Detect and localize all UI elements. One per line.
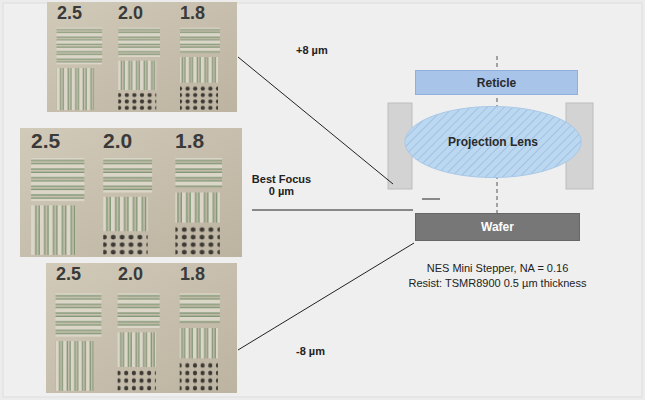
equipment-note: NES Mini Stepper, NA = 0.16 — [380, 262, 615, 274]
panel — [3, 3, 642, 397]
feature-size: 2.0 — [103, 130, 132, 151]
defocus-label: -8 µm — [296, 345, 325, 357]
feature-size: 1.8 — [180, 265, 205, 283]
node-label: Reticle — [477, 76, 516, 90]
focus-label: Best Focus 0 µm — [250, 173, 313, 197]
micrograph-frame: 2.5 2.0 1.8 — [46, 263, 237, 393]
leader-line — [238, 57, 393, 184]
feature-size: 2.0 — [118, 265, 143, 283]
feature-size: 2.0 — [118, 4, 143, 22]
projection-lens: Projection Lens — [404, 105, 582, 179]
feature-size: 2.5 — [57, 4, 82, 22]
wafer-box: Wafer — [415, 213, 580, 241]
micrograph — [46, 263, 237, 393]
feature-size: 1.8 — [175, 130, 204, 151]
node-label: Projection Lens — [448, 135, 538, 149]
focus-mark — [422, 199, 440, 200]
leader-line — [238, 243, 414, 350]
reticle-box: Reticle — [415, 70, 578, 95]
feature-size: 2.5 — [56, 265, 81, 283]
micrograph — [47, 2, 237, 112]
leader-line — [252, 210, 413, 211]
micrograph-frame: 2.5 2.0 1.8 — [20, 128, 242, 257]
micrograph — [20, 128, 242, 257]
feature-size: 2.5 — [31, 130, 60, 151]
defocus-label: +8 µm — [296, 44, 328, 56]
feature-size: 1.8 — [180, 4, 205, 22]
node-label: Wafer — [481, 220, 514, 234]
resist-note: Resist: TSMR8900 0.5 µm thickness — [380, 277, 615, 289]
micrograph-frame: 2.5 2.0 1.8 — [47, 2, 237, 112]
